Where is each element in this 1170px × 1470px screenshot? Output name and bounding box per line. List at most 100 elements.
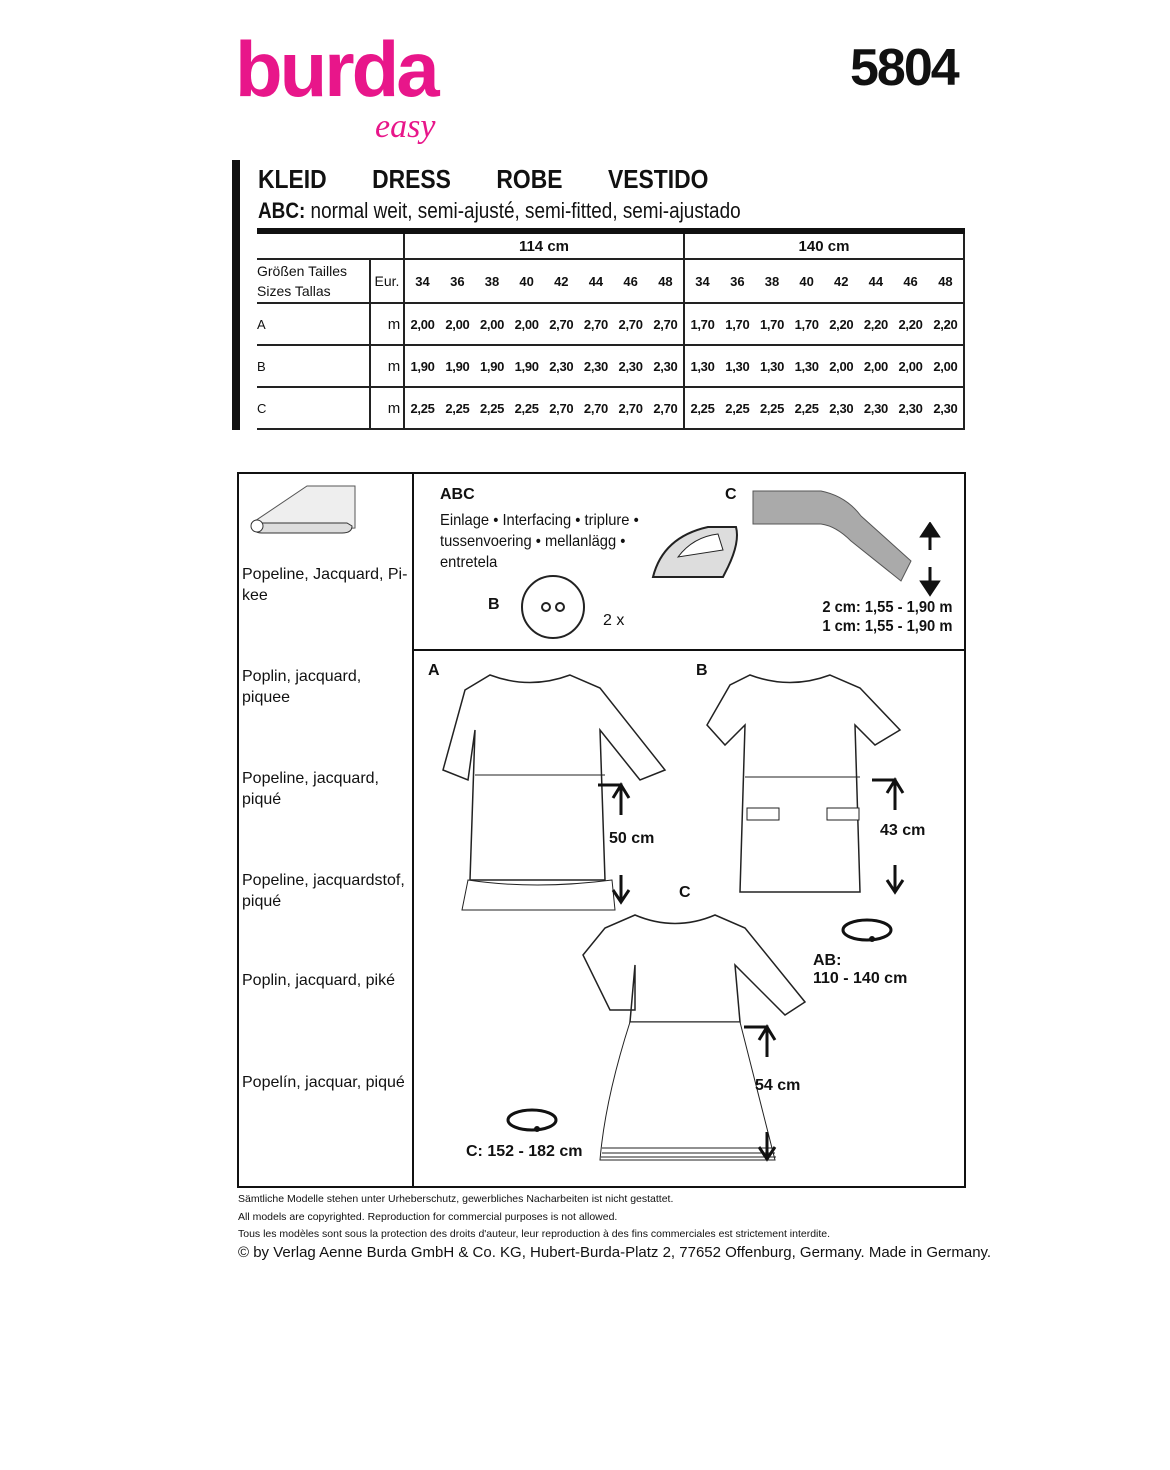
yardage-cell: 1,30 [683, 345, 721, 388]
yardage-cell: 2,25 [720, 387, 755, 430]
yardage-cell: 1,30 [789, 345, 824, 388]
yardage-cell: 1,70 [683, 303, 721, 346]
yardage-cell: 2,70 [578, 387, 614, 430]
width-140-header: 140 cm [683, 231, 966, 260]
size-header: 40 [509, 259, 544, 304]
yardage-cell: 2,20 [823, 303, 859, 346]
yardage-cell: 2,70 [613, 387, 648, 430]
yardage-cell: 1,70 [720, 303, 755, 346]
yardage-cell: 2,00 [893, 345, 928, 388]
footer-en: All models are copyrighted. Reproduction… [238, 1211, 618, 1223]
size-header: 36 [440, 259, 475, 304]
logo-burda: burda [235, 25, 440, 113]
yardage-cell: 1,30 [754, 345, 790, 388]
yardage-cell: 2,70 [613, 303, 648, 346]
yardage-cell: 2,00 [823, 345, 859, 388]
view-label: C [257, 387, 371, 430]
notions-panel: ABC Einlage • Interfacing • triplure •tu… [413, 472, 966, 651]
pattern-number: 5804 [850, 39, 960, 97]
yardage-cell: 2,00 [509, 303, 544, 346]
view-c-dress-drawing [582, 914, 807, 1161]
size-header: 34 [404, 259, 441, 304]
view-b-dress-drawing [706, 674, 902, 893]
view-b-label: B [696, 662, 708, 679]
yardage-cell: 2,30 [647, 345, 685, 388]
yardage-cell: 1,90 [474, 345, 510, 388]
size-header: 40 [789, 259, 824, 304]
fabric-suggestion: Popeline, jacquardstof,piqué [242, 872, 405, 910]
size-header: 44 [858, 259, 894, 304]
footer-de: Sämtliche Modelle stehen unter Urhebersc… [238, 1193, 674, 1205]
size-header: 44 [578, 259, 614, 304]
view-a-length: 50 cm [609, 830, 655, 847]
button-icon [521, 575, 585, 639]
yardage-cell: 2,00 [927, 345, 966, 388]
view-a-dress-drawing [442, 674, 667, 911]
view-a-label: A [428, 662, 440, 679]
fit-description: ABC: normal weit, semi-ajusté, semi-fitt… [258, 198, 741, 223]
view-label: B [257, 345, 371, 388]
fabric-bolt-icon [250, 485, 356, 534]
yardage-cell: 2,20 [927, 303, 966, 346]
c-hem-width: C: 152 - 182 cm [466, 1143, 583, 1160]
view-c-length-arrows [744, 1024, 777, 1162]
page-title: KLEID DRESS ROBE VESTIDO [258, 164, 709, 194]
button-view-label: B [488, 596, 500, 613]
size-header: 38 [754, 259, 790, 304]
yardage-cell: 1,90 [404, 345, 441, 388]
yardage-cell: 2,70 [543, 303, 579, 346]
size-header: 36 [720, 259, 755, 304]
size-header: 46 [893, 259, 928, 304]
yardage-cell: 2,20 [893, 303, 928, 346]
width-arrow-icon [919, 522, 941, 597]
yardage-cell: 2,00 [474, 303, 510, 346]
view-label: A [257, 303, 371, 346]
unit: m [370, 303, 405, 346]
yardage-cell: 2,30 [543, 345, 579, 388]
hem-width-icon [841, 918, 893, 942]
size-header: 42 [543, 259, 579, 304]
size-header: 38 [474, 259, 510, 304]
yardage-cell: 2,30 [927, 387, 966, 430]
yardage-cell: 2,70 [647, 387, 685, 430]
yardage-cell: 2,25 [683, 387, 721, 430]
unit: m [370, 345, 405, 388]
logo-easy: easy [375, 108, 436, 145]
yardage-cell: 1,70 [754, 303, 790, 346]
hem-width-icon-c [506, 1108, 558, 1132]
bias-tape-icon [752, 490, 912, 582]
yardage-cell: 2,30 [613, 345, 648, 388]
size-header: 48 [927, 259, 966, 304]
footer-fr: Tous les modèles sont sous la protection… [238, 1228, 831, 1240]
yardage-cell: 2,00 [440, 303, 475, 346]
button-quantity: 2 x [603, 612, 625, 629]
abc-label: ABC [440, 486, 475, 503]
copyright: © by Verlag Aenne Burda GmbH & Co. KG, H… [238, 1244, 992, 1261]
yardage-cell: 2,20 [858, 303, 894, 346]
unit: m [370, 387, 405, 430]
yardage-cell: 1,90 [509, 345, 544, 388]
view-c-label: C [679, 884, 691, 901]
yardage-cell: 2,70 [578, 303, 614, 346]
yardage-cell: 2,25 [440, 387, 475, 430]
yardage-cell: 2,00 [858, 345, 894, 388]
yardage-cell: 2,30 [578, 345, 614, 388]
view-c-length: 54 cm [755, 1077, 801, 1094]
yardage-cell: 2,30 [858, 387, 894, 430]
yardage-cell: 2,25 [754, 387, 790, 430]
yardage-cell: 2,30 [823, 387, 859, 430]
interfacing-label: Einlage • Interfacing • triplure •tussen… [440, 512, 639, 571]
yardage-cell: 2,25 [789, 387, 824, 430]
fabric-suggestion: Popeline, Jacquard, Pi-kee [242, 566, 408, 604]
yardage-cell: 2,25 [474, 387, 510, 430]
fabric-suggestion: Poplin, jacquard,piquee [242, 668, 362, 706]
size-header: 34 [683, 259, 721, 304]
yardage-cell: 2,25 [509, 387, 544, 430]
